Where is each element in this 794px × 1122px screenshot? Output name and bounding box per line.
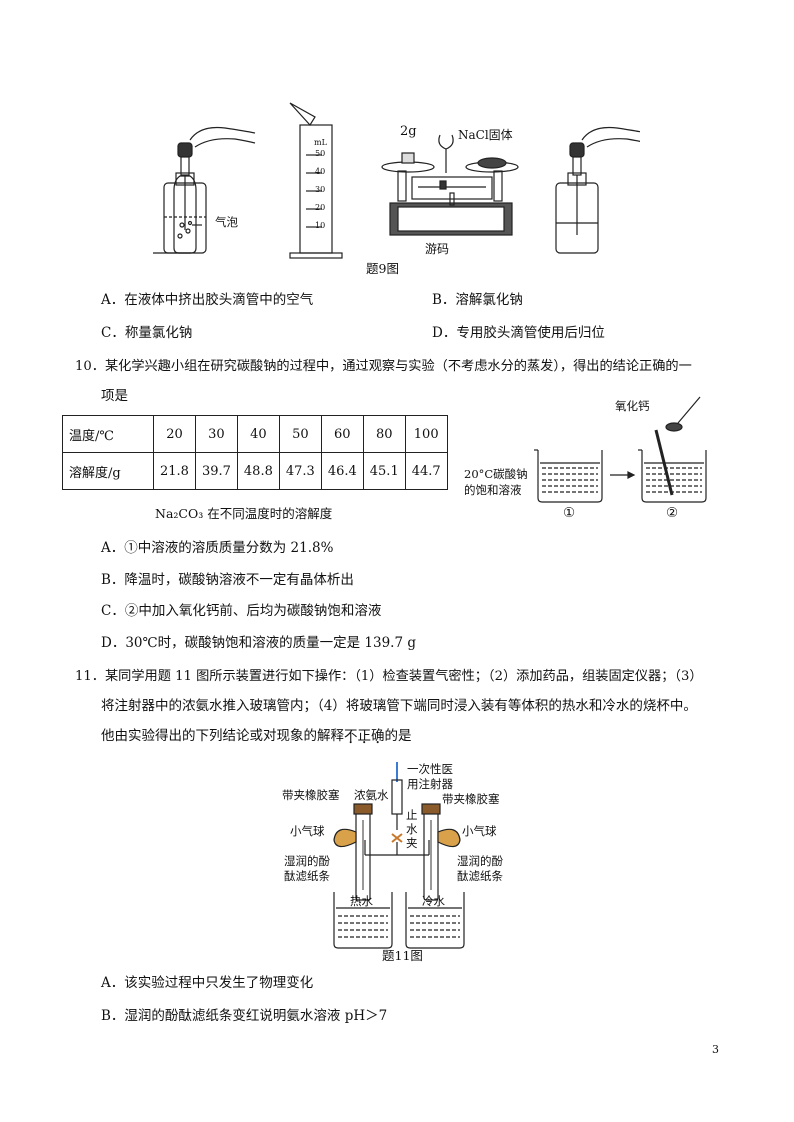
table-cell: 21.8 [153, 452, 196, 490]
cylinder-tick-30: 30 [315, 185, 326, 194]
syringe-label-line2: 用注射器 [407, 777, 453, 791]
table-cell: 100 [404, 415, 448, 453]
paper-left-label-2: 酞滤纸条 [284, 869, 330, 883]
q11-stem-line3: 他由实验得出的下列结论或对现象的解释不正确的是 [101, 728, 412, 744]
q10-stem-line2: 项是 [101, 388, 128, 404]
measuring-cylinder [289, 102, 343, 259]
q10-option-a: A．①中溶液的溶质质量分数为 21.8% [101, 540, 334, 556]
cylinder-tick-40: 40 [315, 167, 326, 176]
clamp-label-2: 水 [406, 822, 418, 836]
weight-label: 2g [400, 124, 417, 139]
q11-stem-line2: 将注射器中的浓氨水推入玻璃管内；（4）将玻璃管下端同时浸入装有等体积的热水和冷水… [101, 698, 697, 714]
table-cell: 20 [153, 415, 196, 453]
table-cell: 60 [320, 415, 364, 453]
q11-option-b: B．湿润的酚酞滤纸条变红说明氨水溶液 pH＞7 [101, 1008, 388, 1024]
balloon-right-label: 小气球 [462, 824, 497, 838]
paper-right-label-2: 酞滤纸条 [457, 869, 503, 883]
hot-water-label: 热水 [350, 894, 373, 908]
figure-11-caption: 题11图 [382, 948, 423, 963]
hot-beaker [333, 892, 393, 949]
beaker-2 [641, 450, 707, 503]
q11-stem-line1: 11．某同学用题 11 图所示装置进行如下操作：（1）检查装置气密性；（2）添加… [75, 669, 703, 684]
table-cell: 48.8 [236, 452, 280, 490]
q10-option-b: B．降温时，碳酸钠溶液不一定有晶体析出 [101, 572, 354, 588]
table-row: 溶解度/g 21.8 39.7 48.8 47.3 46.4 45.1 44.7 [62, 452, 448, 490]
table-cell: 45.1 [362, 452, 406, 490]
stop-clamp [391, 833, 403, 843]
table-cell: 40 [236, 415, 280, 453]
rider-label: 游码 [425, 242, 450, 256]
right-balloon [437, 828, 461, 848]
table-row-head-temp: 温度/℃ [62, 415, 154, 453]
table-cell: 47.3 [278, 452, 322, 490]
figure-11: 一次性医 用注射器 带夹橡胶塞 浓氨水 带夹橡胶塞 止 水 夹 小气球 小气球 … [282, 760, 532, 965]
syringe-barrel [391, 779, 403, 815]
beaker-2-number: ② [666, 505, 679, 521]
balloon-left-label: 小气球 [290, 824, 325, 838]
left-balloon [333, 828, 357, 848]
q11-option-a: A．该实验过程中只发生了物理变化 [101, 975, 314, 991]
figure-11-drawing [333, 762, 465, 949]
glass-rod [654, 429, 674, 496]
ammonia-label: 浓氨水 [354, 788, 389, 802]
clamp-label-1: 止 [406, 808, 418, 822]
table-row: 温度/℃ 20 30 40 50 60 80 100 [62, 415, 448, 453]
cylinder-unit-label: mL [314, 138, 327, 147]
paper-right-label-1: 湿润的酚 [457, 854, 503, 868]
table-caption: Na₂CO₃ 在不同温度时的溶解度 [155, 506, 333, 521]
q10-stem-line1: 10．某化学兴趣小组在研究碳酸钠的过程中，通过观察与实验（不考虑水分的蒸发），得… [75, 359, 692, 374]
q10-option-d: D．30℃时，碳酸钠饱和溶液的质量一定是 139.7 g [101, 635, 416, 651]
dropper-bottle-a [153, 126, 256, 254]
stopper-right-label: 带夹橡胶塞 [442, 792, 500, 806]
cao-label: 氧化钙 [615, 399, 650, 413]
dropper-bottle-d [555, 126, 648, 254]
q11-stem-line3-post: 的是 [384, 728, 412, 744]
stopper-left-label: 带夹橡胶塞 [282, 788, 340, 802]
figure-10-drawing [534, 396, 707, 503]
clamp-label-3: 夹 [406, 836, 418, 850]
figure-10: 氧化钙 20°C碳酸钠 的饱和溶液 ① ② [460, 395, 720, 525]
figure-9-drawing [153, 102, 648, 259]
solubility-table: 温度/℃ 20 30 40 50 60 80 100 溶解度/g 21.8 39… [62, 415, 448, 490]
solution-label-line2: 的饱和溶液 [464, 483, 522, 497]
figure-9-caption: 题9图 [366, 261, 399, 276]
q9-option-a: A．在液体中挤出胶头滴管中的空气 [101, 292, 314, 308]
solution-label-line1: 20°C碳酸钠 [464, 467, 528, 481]
q10-option-c: C．②中加入氧化钙前、后均为碳酸钠饱和溶液 [101, 603, 382, 619]
cylinder-tick-20: 20 [315, 203, 326, 212]
page-number: 3 [712, 1043, 719, 1056]
paper-left-label-1: 湿润的酚 [284, 854, 330, 868]
emphasis-char: 确 [371, 728, 385, 744]
cold-beaker [405, 892, 465, 949]
spoon [665, 422, 683, 432]
q11-stem-line3-pre: 他由实验得出的下列结论或对现象的解释 [101, 728, 344, 744]
bubble-label: 气泡 [215, 215, 238, 229]
syringe-label-line1: 一次性医 [407, 762, 453, 776]
right-stopper [421, 803, 441, 815]
balance [381, 134, 519, 236]
beaker-1-number: ① [563, 505, 576, 521]
cold-water-label: 冷水 [422, 894, 445, 908]
q9-option-c: C．称量氯化钠 [101, 325, 193, 341]
left-stopper [353, 803, 373, 815]
nacl-label: NaCl固体 [458, 128, 513, 142]
table-cell: 39.7 [194, 452, 238, 490]
q9-option-d: D．专用胶头滴管使用后归位 [432, 325, 605, 341]
q9-option-b: B．溶解氯化钠 [432, 292, 523, 308]
table-cell: 80 [362, 415, 406, 453]
table-cell: 44.7 [404, 452, 448, 490]
table-cell: 30 [194, 415, 238, 453]
beaker-1 [537, 450, 603, 503]
emphasis-char: 不 [344, 728, 358, 744]
cylinder-tick-50: 50 [315, 149, 326, 158]
table-cell: 46.4 [320, 452, 364, 490]
spoon-handle [677, 396, 701, 424]
cylinder-tick-10: 10 [315, 221, 326, 230]
emphasis-char: 正 [358, 728, 372, 744]
figure-9: 气泡 mL 50 40 30 20 10 2g NaCl固体 游码 题9图 [150, 95, 648, 280]
table-row-head-solubility: 溶解度/g [62, 452, 154, 490]
table-cell: 50 [278, 415, 322, 453]
